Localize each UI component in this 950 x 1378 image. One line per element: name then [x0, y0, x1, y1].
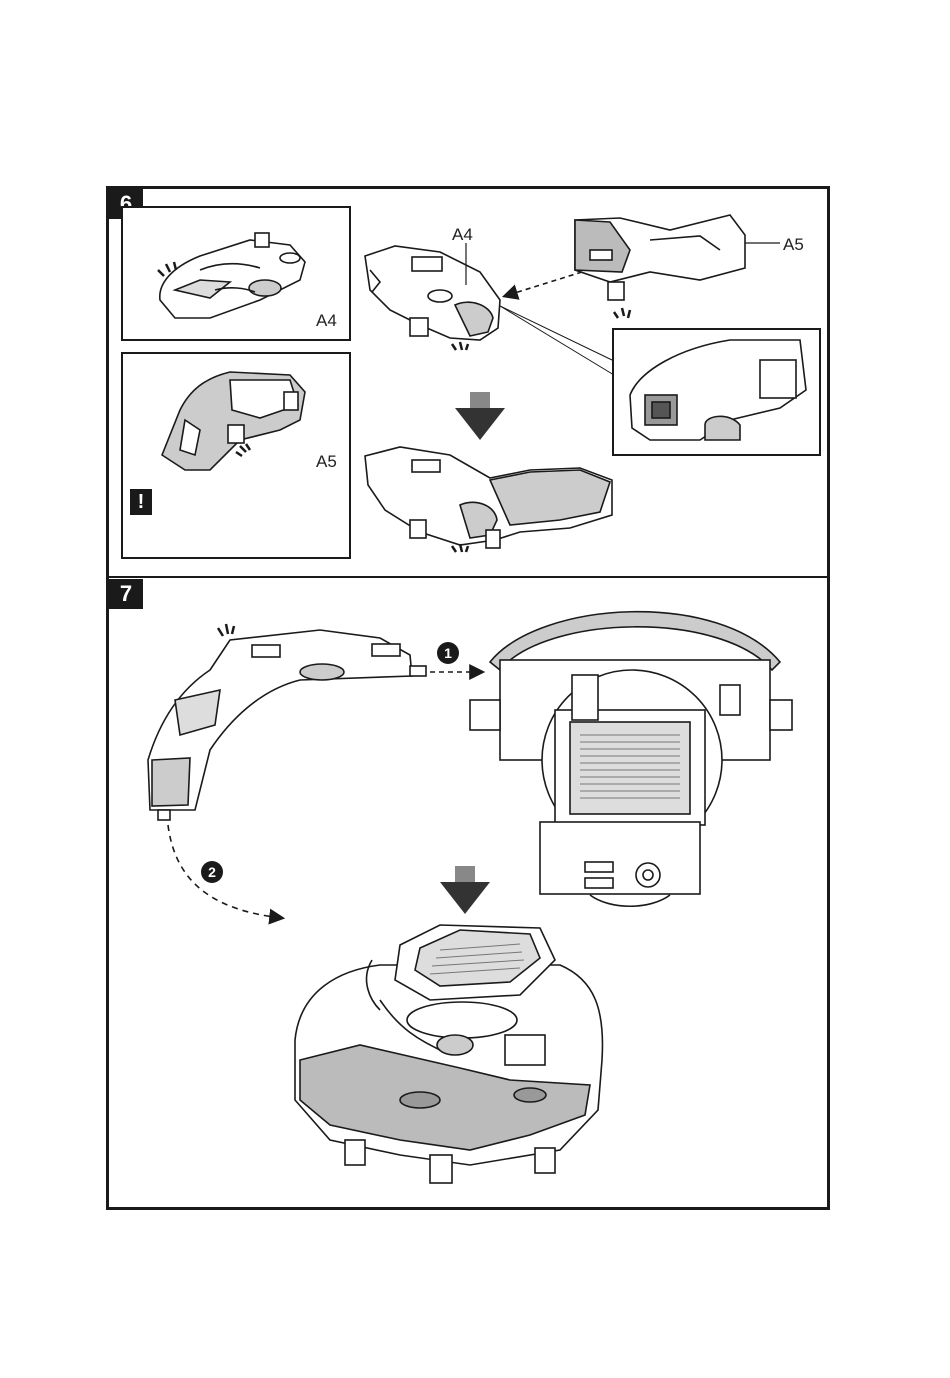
part-a4-main — [365, 246, 500, 340]
click-mark-combined — [452, 544, 468, 552]
curved-arm-part — [148, 630, 426, 820]
insert-arrow-a5 — [505, 272, 582, 296]
down-arrow-step6 — [455, 392, 505, 440]
click-mark-a5-detail — [236, 444, 250, 456]
click-mark-a5-main — [614, 308, 630, 318]
callout-line-bottom — [500, 306, 614, 375]
callout-line-top — [500, 306, 612, 360]
part-a5-detail — [162, 372, 305, 470]
final-robot-assembly — [295, 925, 603, 1183]
part-a5-main — [575, 215, 745, 300]
click-mark-arm — [218, 624, 234, 636]
zoom-detail-part — [630, 340, 806, 440]
insert-arrow-2 — [168, 825, 282, 918]
down-arrow-step7 — [440, 866, 490, 914]
click-mark-a4-main — [452, 342, 468, 350]
combined-a4-a5-assembly — [365, 447, 612, 548]
robot-body-top-view — [470, 612, 792, 907]
part-a4-detail — [160, 233, 305, 318]
